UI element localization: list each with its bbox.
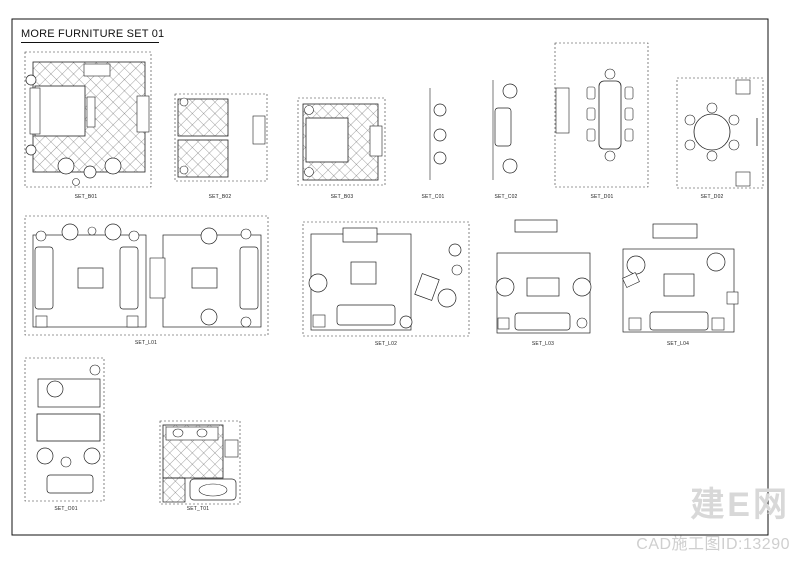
set-l04-plan bbox=[622, 223, 739, 333]
set-b01-plan bbox=[24, 51, 152, 188]
label-set-o01: SET_O01 bbox=[54, 506, 78, 512]
label-set-l01: SET_L01 bbox=[134, 340, 158, 346]
set-o01-plan bbox=[24, 357, 105, 502]
title-underline bbox=[21, 42, 159, 43]
set-l03-plan bbox=[495, 219, 592, 334]
label-set-t01: SET_T01 bbox=[186, 506, 210, 512]
label-set-b03: SET_B03 bbox=[330, 194, 354, 200]
watermark-id: CAD施工图ID:13290 bbox=[636, 536, 790, 553]
set-l01-plan bbox=[24, 215, 269, 336]
set-t01-plan bbox=[159, 420, 241, 505]
set-l02-plan bbox=[302, 221, 470, 337]
label-set-d02: SET_D02 bbox=[700, 194, 724, 200]
label-set-c01: SET_C01 bbox=[421, 194, 445, 200]
label-set-b01: SET_B01 bbox=[74, 194, 98, 200]
set-b03-plan bbox=[297, 97, 386, 186]
label-set-l02: SET_L02 bbox=[374, 341, 398, 347]
set-b02-plan bbox=[174, 93, 268, 182]
sheet-border bbox=[11, 18, 769, 536]
watermark-logo: 建E网 bbox=[690, 486, 790, 524]
set-c01-plan bbox=[429, 88, 447, 180]
label-set-c02: SET_C02 bbox=[494, 194, 518, 200]
set-c02-plan bbox=[492, 80, 518, 180]
set-d01-plan bbox=[554, 42, 649, 188]
set-d02-plan bbox=[676, 77, 764, 189]
label-set-d01: SET_D01 bbox=[590, 194, 614, 200]
label-set-l04: SET_L04 bbox=[666, 341, 690, 347]
label-set-l03: SET_L03 bbox=[531, 341, 555, 347]
sheet-title: MORE FURNITURE SET 01 bbox=[21, 28, 165, 40]
label-set-b02: SET_B02 bbox=[208, 194, 232, 200]
